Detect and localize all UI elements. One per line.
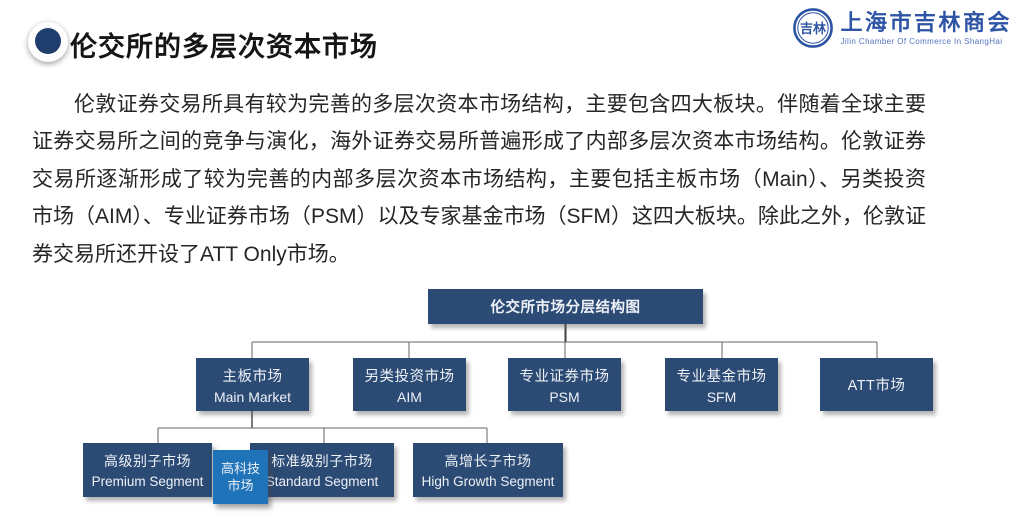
node-premium-zh: 高级别子市场: [104, 453, 191, 469]
node-psm-en: PSM: [549, 388, 580, 405]
node-standard-en: Standard Segment: [265, 474, 379, 489]
node-high-growth-en: High Growth Segment: [421, 474, 555, 489]
node-aim: 另类投资市场 AIM: [353, 358, 466, 411]
node-high-growth-segment: 高增长子市场 High Growth Segment: [413, 443, 563, 497]
node-premium-segment: 高级别子市场 Premium Segment: [83, 443, 212, 497]
node-sfm: 专业基金市场 SFM: [665, 358, 778, 411]
node-high-tech-line2: 市场: [227, 478, 254, 493]
title-bullet: [28, 22, 68, 62]
node-diagram-title-label: 伦交所市场分层结构图: [490, 300, 641, 316]
node-sfm-zh: 专业基金市场: [676, 368, 767, 385]
page-title: 伦交所的多层次资本市场: [70, 32, 378, 62]
node-high-tech-line1: 高科技: [220, 461, 260, 476]
node-diagram-title: 伦交所市场分层结构图: [428, 289, 703, 324]
node-psm: 专业证券市场 PSM: [508, 358, 621, 411]
node-standard-segment: 标准级别子市场 Standard Segment: [250, 443, 394, 497]
logo-org-name-en: Jilin Chamber Of Commerce In ShangHai: [840, 37, 1003, 46]
jilin-seal-icon: 吉林: [793, 8, 834, 48]
node-psm-zh: 专业证券市场: [519, 368, 610, 385]
node-aim-en: AIM: [397, 388, 422, 405]
node-main-market-en: Main Market: [213, 388, 292, 405]
node-sfm-en: SFM: [706, 388, 737, 405]
node-att-market-zh: ATT市场: [847, 378, 906, 394]
node-high-growth-zh: 高增长子市场: [444, 453, 532, 469]
node-aim-zh: 另类投资市场: [364, 368, 455, 385]
node-premium-en: Premium Segment: [91, 474, 204, 489]
node-high-tech-market: 高科技 市场: [213, 450, 268, 504]
node-att-market: ATT市场: [820, 358, 933, 411]
node-standard-zh: 标准级别子市场: [271, 453, 373, 469]
title-bullet-dot: [35, 28, 61, 54]
org-logo: 吉林 上海市吉林商会 Jilin Chamber Of Commerce In …: [793, 8, 1012, 48]
seal-text: 吉林: [800, 21, 826, 36]
body-paragraph: 伦敦证券交易所具有较为完善的多层次资本市场结构，主要包含四大板块。伴随着全球主要…: [32, 93, 926, 266]
node-main-market-zh: 主板市场: [222, 368, 283, 385]
logo-text: 上海市吉林商会 Jilin Chamber Of Commerce In Sha…: [840, 10, 1012, 46]
node-main-market: 主板市场 Main Market: [196, 358, 309, 411]
logo-org-name: 上海市吉林商会: [840, 10, 1012, 35]
